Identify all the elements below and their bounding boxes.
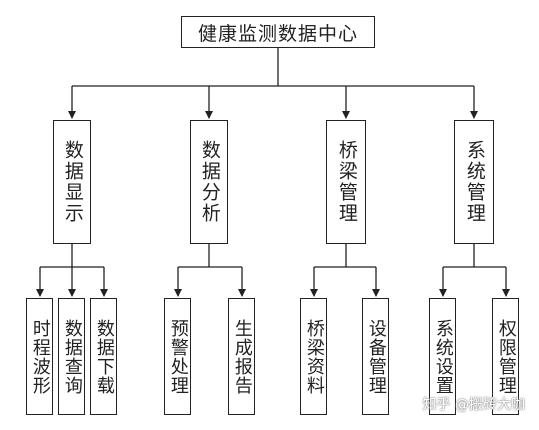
leaf-node-system-settings: 系统设置 <box>429 298 456 415</box>
leaf-node-generate-report: 生成报告 <box>228 298 255 415</box>
module-node-system-management: 系统管理 <box>454 120 494 244</box>
leaf-node-data-query: 数据查询 <box>58 298 85 415</box>
module-node-data-display: 数据显示 <box>53 120 91 244</box>
leaf-node-permission-management: 权限管理 <box>492 298 519 415</box>
leaf-label: 生成报告 <box>231 318 253 395</box>
leaf-node-device-management: 设备管理 <box>362 298 389 415</box>
watermark-text: 知乎 @搬砖大咖 <box>422 397 525 413</box>
leaf-label: 数据下载 <box>93 318 115 395</box>
leaf-node-bridge-info: 桥梁资料 <box>300 298 327 415</box>
module-node-data-analysis: 数据分析 <box>190 120 228 244</box>
leaf-label: 设备管理 <box>365 318 387 395</box>
leaf-label: 权限管理 <box>495 318 517 395</box>
module-node-bridge-management: 桥梁管理 <box>326 120 366 244</box>
module-label: 数据显示 <box>61 140 84 224</box>
leaf-node-data-download: 数据下载 <box>90 298 117 415</box>
leaf-label: 桥梁资料 <box>303 318 325 395</box>
leaf-label: 数据查询 <box>61 318 83 395</box>
leaf-label: 预警处理 <box>167 318 189 395</box>
module-label: 桥梁管理 <box>335 140 358 224</box>
leaf-label: 系统设置 <box>432 318 454 395</box>
root-node-label: 健康监测数据中心 <box>197 22 358 45</box>
leaf-node-alarm-handling: 预警处理 <box>164 298 191 415</box>
root-node: 健康监测数据中心 <box>181 16 375 48</box>
module-label: 系统管理 <box>463 140 486 224</box>
watermark: 知乎 @搬砖大咖 <box>423 394 525 414</box>
leaf-label: 时程波形 <box>29 318 51 395</box>
leaf-node-waveform: 时程波形 <box>26 298 53 415</box>
module-label: 数据分析 <box>198 140 221 224</box>
